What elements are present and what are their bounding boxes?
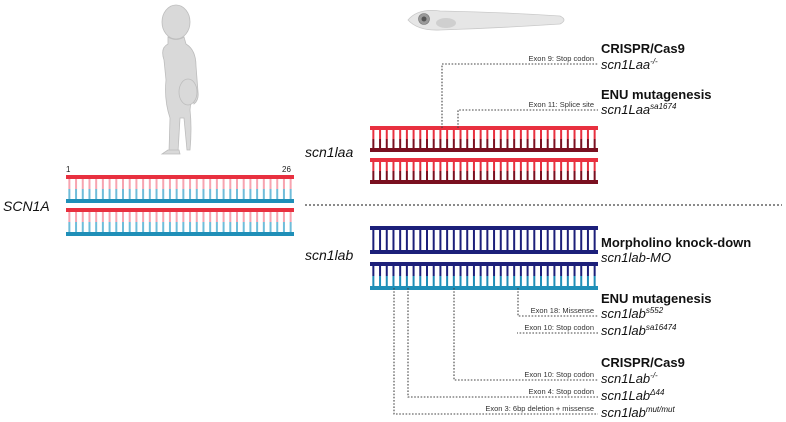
exon-start-number: 1 [66, 165, 71, 174]
ladder-scn1lab-2-strand-bottom [370, 286, 598, 290]
method-morpholino: Morpholino knock-down [601, 235, 751, 250]
human-child-illustration [160, 4, 199, 155]
leader-exon4 [407, 288, 598, 398]
annotation-leader-lines [393, 63, 598, 415]
note-exon9: Exon 9: Stop codon [529, 54, 594, 63]
allele-scn1lab-sa16474: scn1labsa16474 [601, 323, 677, 338]
allele-scn1laa-sa1674: scn1Laasa1674 [601, 102, 677, 117]
ladder-scn1laa-1-strand-top [370, 126, 598, 130]
note-exon10-crispr: Exon 10: Stop codon [524, 370, 594, 379]
allele-scn1lab-d44: scn1LabΔ44 [601, 388, 665, 403]
allele-scn1lab-mo: scn1lab-MO [601, 250, 671, 265]
ladder-scn1laa-2-strand-bottom [370, 180, 598, 184]
ladder-scn1laa-1-strand-bottom [370, 148, 598, 152]
ladder-scn1lab-1-strand-top [370, 226, 598, 230]
method-enu-lab: ENU mutagenesis [601, 291, 712, 306]
ladder-scn1a-2-strand-bottom [66, 232, 294, 236]
leader-exon18 [517, 288, 598, 317]
ladder-scn1a-1-strand-top [66, 175, 294, 179]
note-exon11: Exon 11: Splice site [529, 100, 594, 109]
leader-exon11 [457, 109, 598, 128]
allele-scn1lab-mut: scn1labmut/mut [601, 405, 675, 420]
ladder-scn1a-1-strand-bottom [66, 199, 294, 203]
allele-scn1lab-ko: scn1Lab-/- [601, 371, 658, 386]
method-crispr-laa: CRISPR/Cas9 [601, 41, 685, 56]
exon-end-number: 26 [282, 165, 291, 174]
method-crispr-lab: CRISPR/Cas9 [601, 355, 685, 370]
ladder-scn1lab-1-strand-bottom [370, 250, 598, 254]
ladder-scn1a-2-strand-top [66, 208, 294, 212]
ladder-scn1laa-2-strand-top [370, 158, 598, 162]
note-exon10-enu: Exon 10: Stop codon [524, 323, 594, 332]
leader-exon10-crispr [453, 288, 598, 381]
note-exon3: Exon 3: 6bp deletion + missense [485, 404, 594, 413]
gene-label-scn1a: SCN1A [3, 198, 50, 214]
zebrafish-larva-illustration [407, 10, 565, 31]
method-enu-laa: ENU mutagenesis [601, 87, 712, 102]
allele-scn1laa-ko: scn1Laa-/- [601, 57, 658, 72]
leader-exon3 [393, 288, 598, 415]
gene-label-scn1lab: scn1lab [305, 247, 353, 263]
note-exon18: Exon 18: Missense [531, 306, 594, 315]
allele-scn1lab-s552: scn1labs552 [601, 306, 664, 321]
leader-exon9 [441, 63, 598, 128]
ladder-scn1lab-2-strand-top [370, 262, 598, 266]
dna-ladders [66, 126, 598, 290]
gene-label-scn1laa: scn1laa [305, 144, 353, 160]
note-exon4: Exon 4: Stop codon [529, 387, 594, 396]
